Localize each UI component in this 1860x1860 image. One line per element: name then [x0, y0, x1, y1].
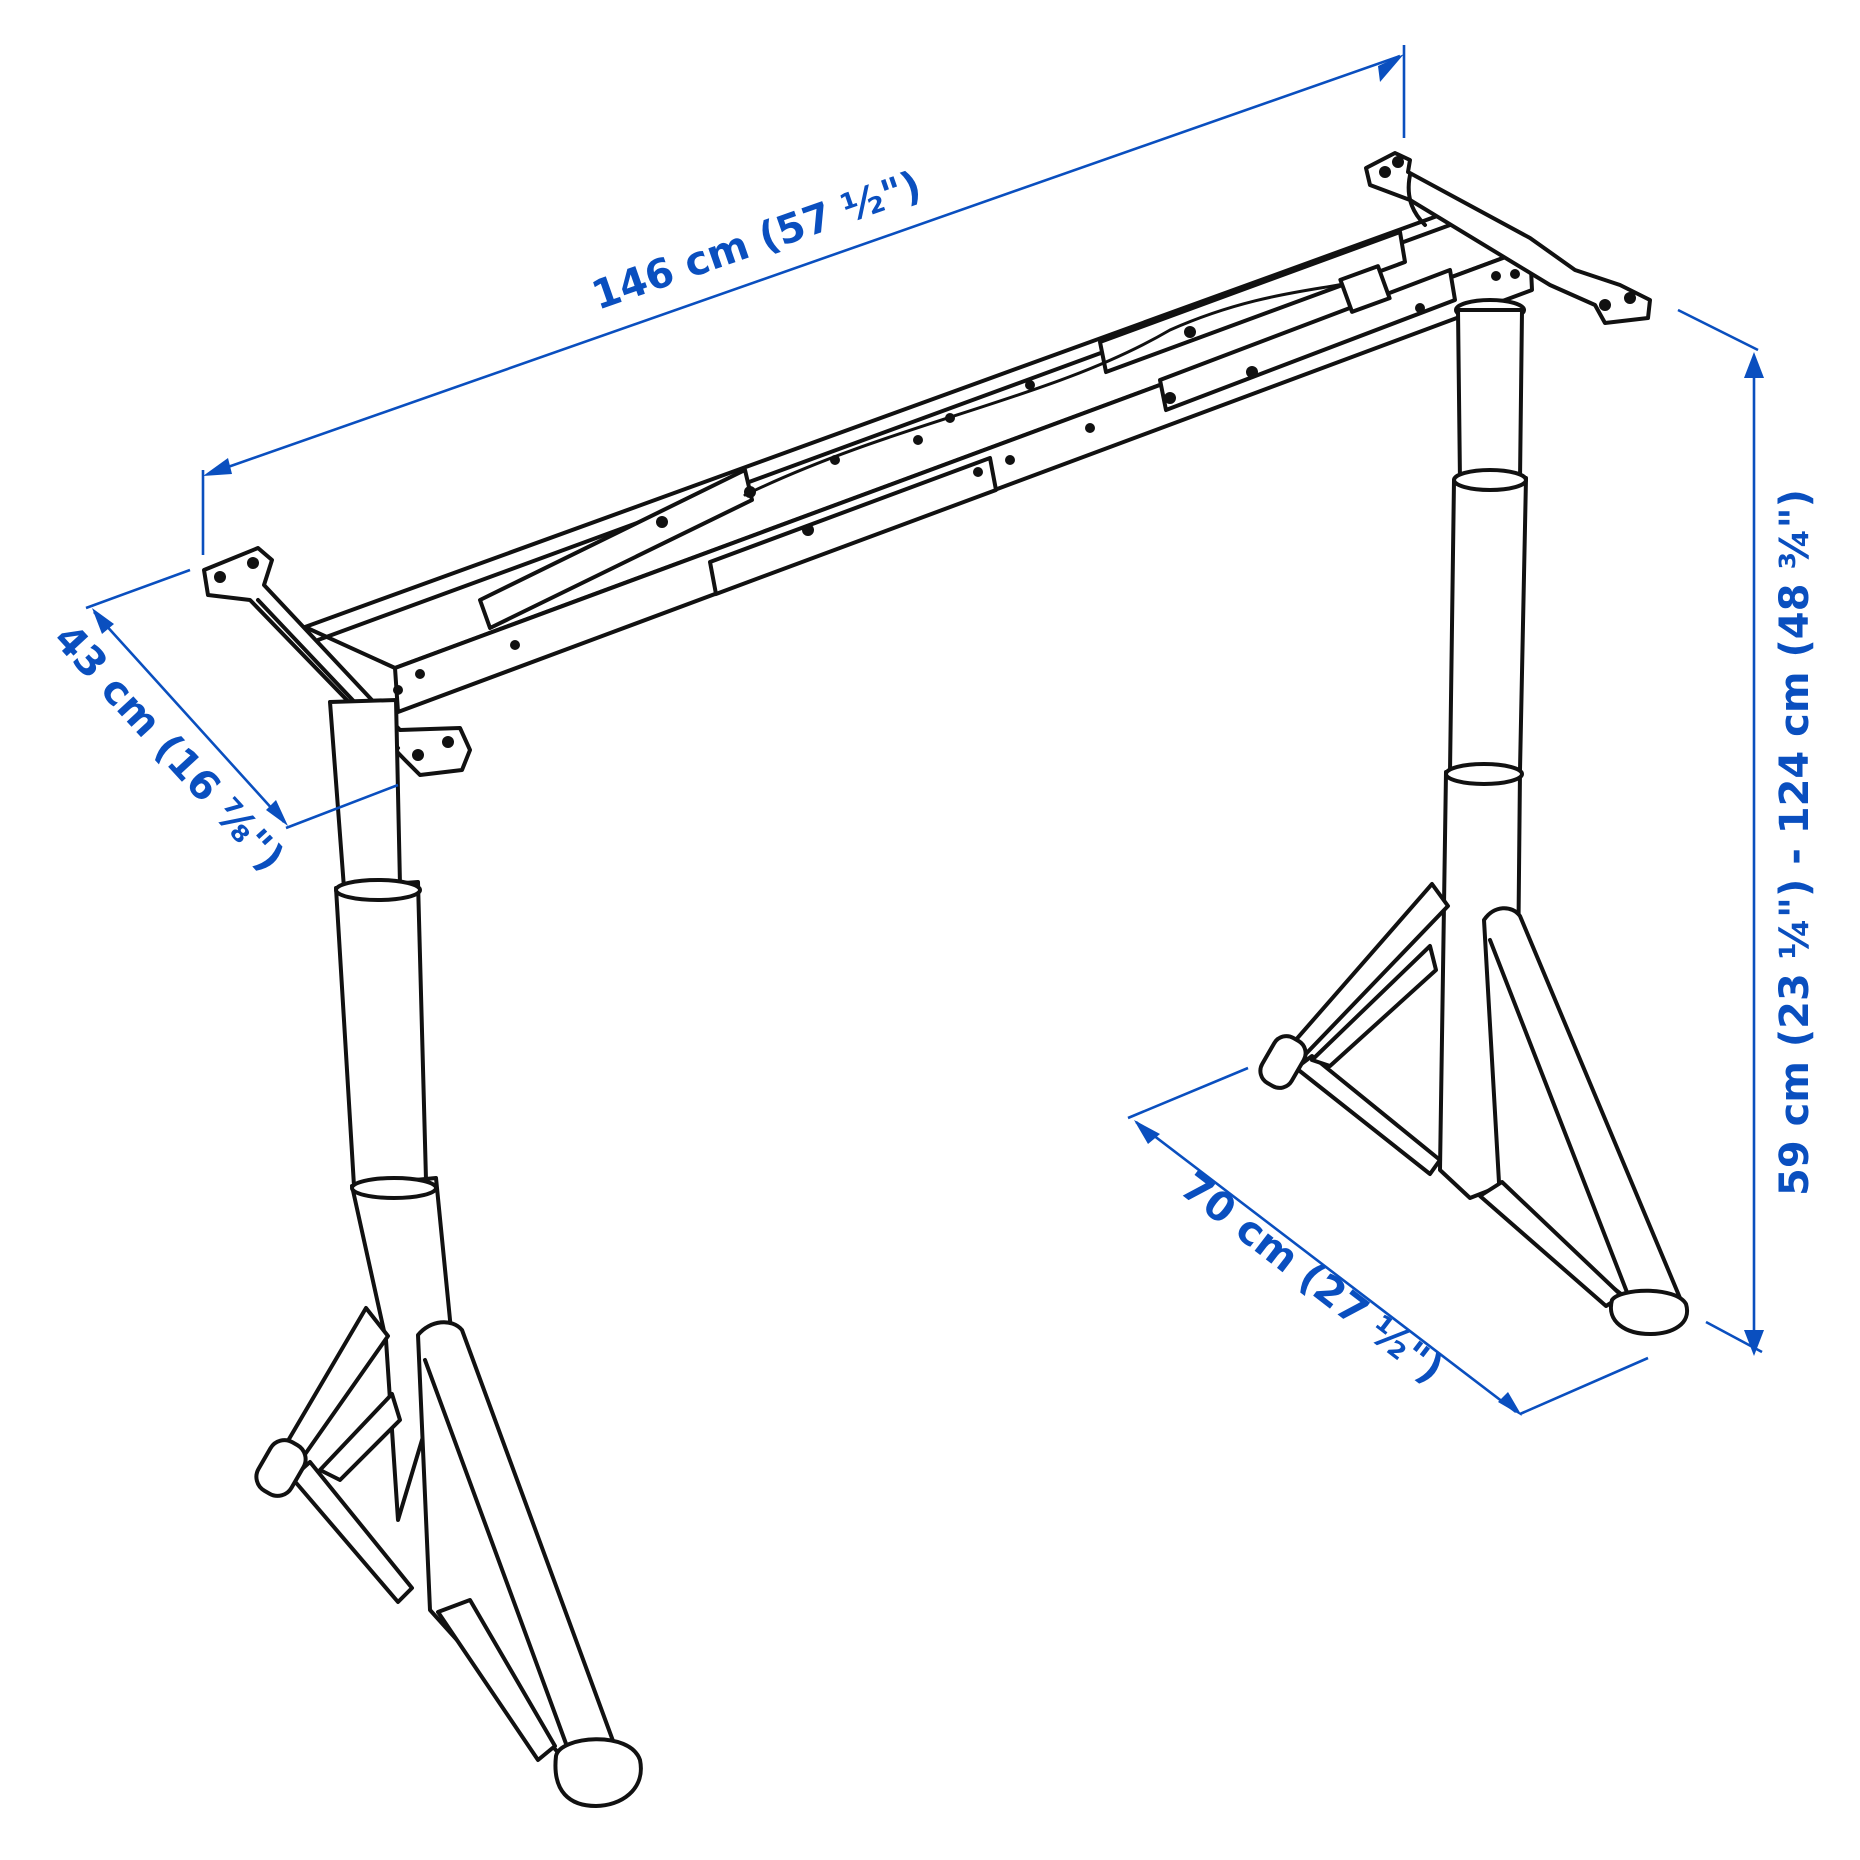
height-label: 59 cm (23 ¼") - 124 cm (48 ¾") [1772, 489, 1818, 1196]
crossbar [303, 213, 1534, 714]
right-top-bracket [1364, 151, 1652, 325]
right-foot [1258, 882, 1690, 1336]
left-foot [254, 1306, 643, 1808]
height-dimension: 59 cm (23 ¼") - 124 cm (48 ¾") [1677, 308, 1818, 1356]
desk-frame-drawing [202, 151, 1690, 1808]
top-depth-label: 43 cm (16 ⅞") [45, 616, 293, 881]
left-leg [254, 698, 643, 1808]
right-leg [1258, 298, 1690, 1336]
crossbar-holes [393, 269, 1520, 695]
foot-depth-label: 70 cm (27 ½") [1172, 1163, 1452, 1393]
